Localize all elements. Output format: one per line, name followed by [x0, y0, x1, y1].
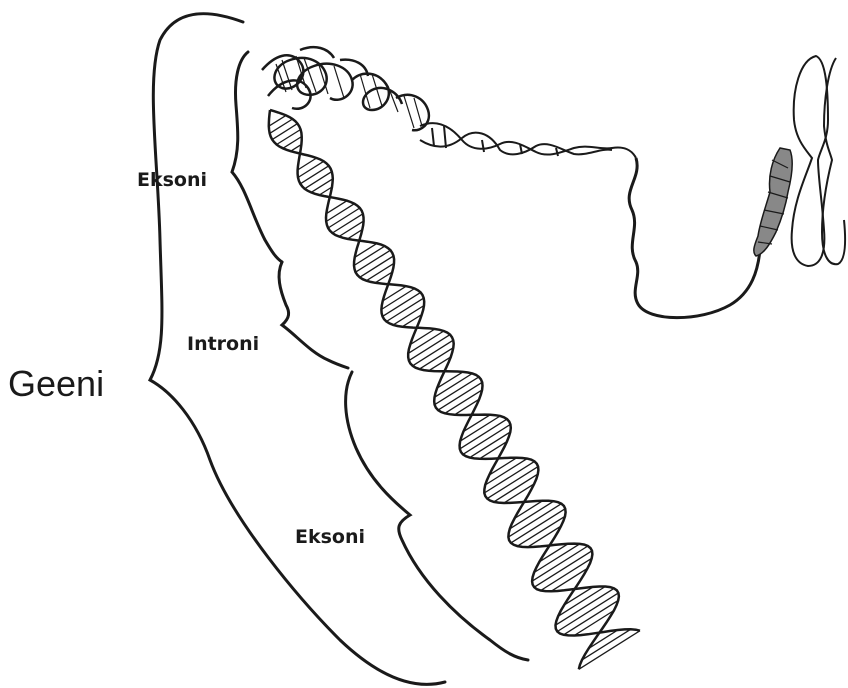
base-pair-rung: [435, 374, 473, 398]
base-pair-rung: [413, 340, 454, 366]
base-pair-rung: [326, 204, 354, 222]
chromatin-fiber: [754, 148, 792, 256]
gene-label: Geeni: [8, 366, 104, 402]
base-pair-rung: [298, 161, 324, 177]
base-pair-rung: [354, 246, 385, 265]
base-pair-rung: [272, 124, 297, 140]
base-pair-rung: [270, 119, 293, 133]
exon-top-brace: [232, 52, 282, 262]
base-pair-rung: [311, 179, 333, 193]
exon-top-label: Eksoni: [137, 171, 207, 190]
base-pair-rung: [409, 335, 450, 361]
base-pair-rung: [332, 214, 363, 233]
intron-label: Introni: [187, 335, 259, 354]
base-pair-rung: [300, 166, 329, 184]
base-pair-rung: [277, 130, 301, 145]
dna-coil-hatch: [276, 56, 422, 128]
base-pair-rung: [508, 504, 561, 537]
base-pair-rung: [511, 509, 565, 543]
dna-coil-top: [262, 47, 429, 130]
chromosome: [754, 56, 845, 266]
dna-helix-thin: [420, 123, 636, 158]
base-pair-rung: [557, 593, 618, 632]
intron-brace: [279, 262, 348, 368]
exon-bottom-label: Eksoni: [295, 528, 365, 547]
base-pair-rung: [532, 546, 588, 581]
base-pair-rung: [305, 172, 332, 189]
dna-strand-tail: [629, 158, 760, 318]
dna-double-helix: [269, 110, 640, 669]
